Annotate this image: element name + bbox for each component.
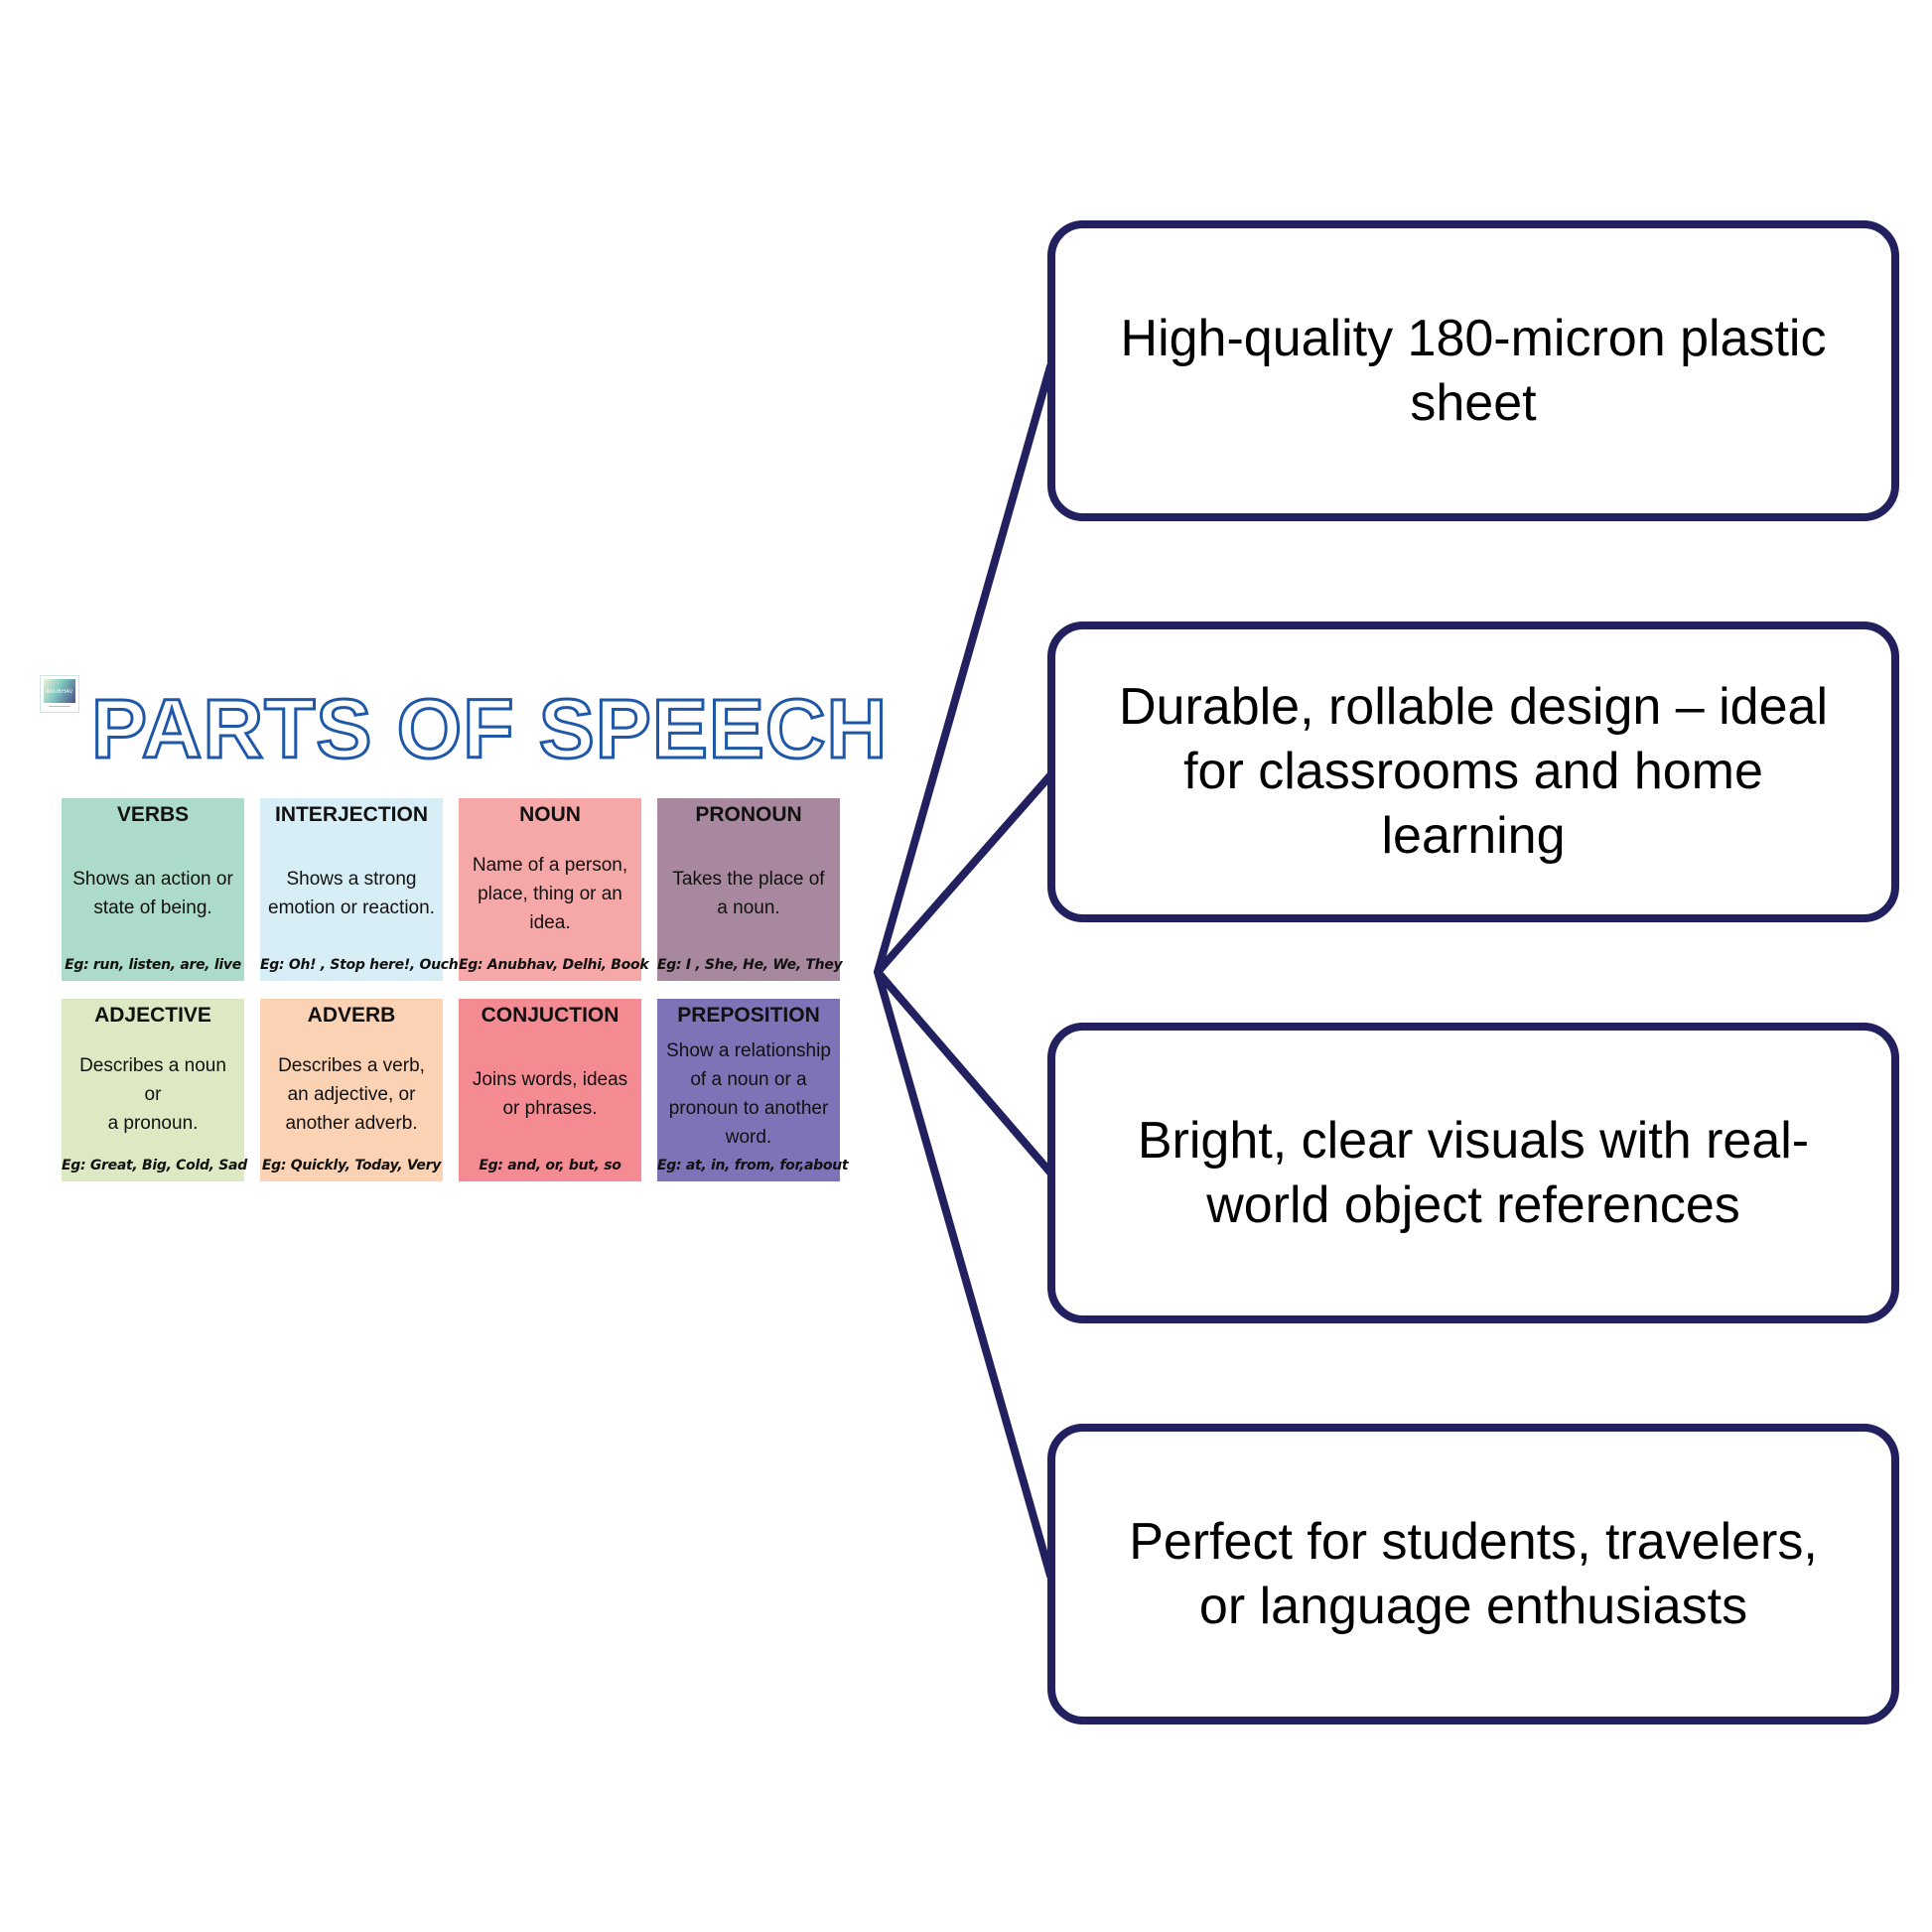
logo-image: ANUBHAV — [44, 679, 75, 703]
card-adverb: ADVERB Describes a verb, an adjective, or… — [260, 999, 443, 1181]
card-description: Joins words, ideas or phrases. — [472, 1069, 628, 1119]
feature-text: High-quality 180-micron plastic sheet — [1120, 309, 1827, 432]
card-example: Eg: and, or, but, so — [479, 1158, 621, 1173]
connector-line-1 — [874, 362, 1054, 976]
card-interjection: INTERJECTION Shows a strong emotion or re… — [260, 798, 465, 981]
logo-text: ANUBHAV — [46, 689, 73, 695]
connector-line-3 — [874, 968, 1054, 1176]
card-description: Shows a strong emotion or reaction. — [268, 869, 435, 918]
card-title: PRONOUN — [695, 803, 802, 826]
feature-text: Durable, rollable design – ideal for cla… — [1118, 678, 1828, 865]
connector-line-2 — [874, 771, 1054, 976]
card-title: INTERJECTION — [274, 803, 428, 826]
card-description: Takes the place of a noun. — [672, 869, 825, 918]
feature-box-1: High-quality 180-micron plastic sheet — [1047, 220, 1899, 521]
card-verbs: VERBS Shows an action or state of being. E… — [62, 798, 244, 981]
card-example: Eg: I , She, He, We, They — [657, 957, 843, 973]
card-title: PREPOSITION — [677, 1004, 820, 1027]
card-example: Eg: run, listen, are, live — [65, 957, 241, 973]
connector-line-4 — [874, 968, 1054, 1580]
poster-title: PARTS OF SPEECH — [89, 682, 889, 775]
feature-text: Perfect for students, travelers, or lang… — [1129, 1512, 1818, 1635]
brand-logo: ANUBHAV — [40, 675, 79, 713]
card-preposition: PREPOSITION Show a relationship of a noun… — [657, 999, 849, 1181]
card-adjective: ADJECTIVE Describes a noun or a pronoun. E… — [62, 999, 247, 1181]
card-noun: NOUN Name of a person, place, thing or an… — [459, 798, 649, 981]
card-description: Name of a person, place, thing or an ide… — [472, 854, 628, 933]
card-description: Show a relationship of a noun or a prono… — [666, 1040, 831, 1148]
card-description: Shows an action or state of being. — [72, 869, 233, 918]
card-title: ADJECTIVE — [94, 1004, 211, 1027]
feature-box-4: Perfect for students, travelers, or lang… — [1047, 1424, 1899, 1725]
feature-box-3: Bright, clear visuals with real-world ob… — [1047, 1023, 1899, 1323]
card-example: Eg: at, in, from, for,about — [657, 1158, 849, 1173]
card-example: Eg: Great, Big, Cold, Sad — [62, 1158, 247, 1173]
feature-box-2: Durable, rollable design – ideal for cla… — [1047, 621, 1899, 922]
card-example: Eg: Oh! , Stop here!, Ouch! — [260, 957, 465, 973]
feature-text: Bright, clear visuals with real-world ob… — [1137, 1111, 1810, 1234]
card-title: CONJUCTION — [481, 1004, 620, 1027]
card-title: NOUN — [519, 803, 581, 826]
card-conjuction: CONJUCTION Joins words, ideas or phrases.… — [459, 999, 641, 1181]
card-description: Describes a verb, an adjective, or anoth… — [278, 1054, 425, 1134]
card-pronoun: PRONOUN Takes the place of a noun. Eg: I ,… — [657, 798, 843, 981]
card-description: Describes a noun or a pronoun. — [79, 1054, 226, 1134]
card-example: Eg: Anubhav, Delhi, Book — [459, 957, 649, 973]
logo-divider — [49, 706, 70, 707]
card-title: ADVERB — [307, 1004, 396, 1027]
card-title: VERBS — [116, 803, 190, 826]
card-example: Eg: Quickly, Today, Very — [261, 1158, 442, 1173]
